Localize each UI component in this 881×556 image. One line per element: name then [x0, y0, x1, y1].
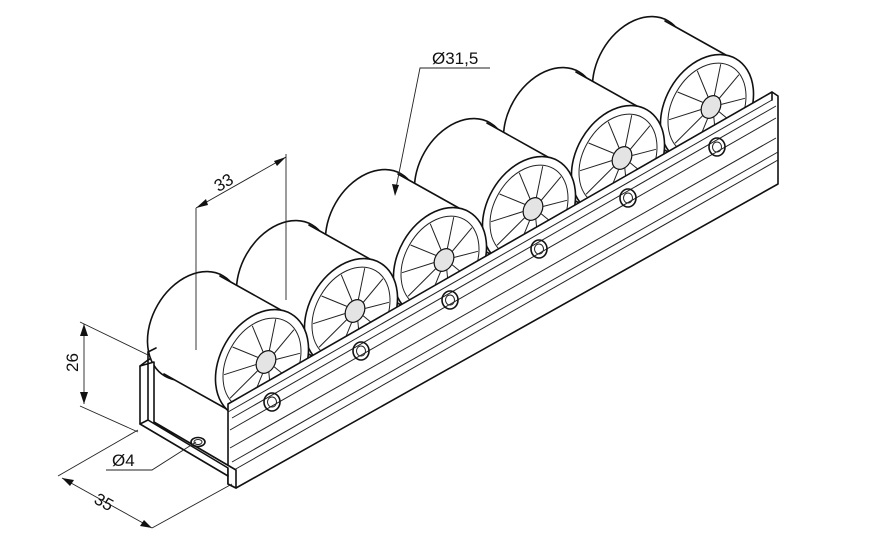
roller-spoke [446, 217, 455, 249]
axle-end [623, 192, 633, 204]
roller-spoke [535, 166, 544, 198]
roller-spoke [410, 244, 437, 256]
roller-spoke [696, 70, 709, 98]
roller-spoke [540, 176, 562, 201]
rollers [146, 15, 755, 420]
axle-hole [708, 137, 726, 157]
dim-height: 26 [63, 321, 149, 433]
roller-spoke [585, 166, 615, 195]
roller-spoke [624, 115, 633, 147]
mounting-hole [190, 436, 206, 448]
axle-end [356, 345, 366, 357]
dim-roller-pitch-label: 33 [211, 170, 237, 196]
axle-end [267, 396, 277, 408]
axle-hole [530, 239, 548, 259]
axle-hole [352, 341, 370, 361]
roller-spoke [720, 97, 746, 106]
roller-spoke [268, 319, 277, 351]
roller-spoke [677, 91, 704, 103]
roller-spoke [407, 268, 437, 297]
axle-hole [619, 188, 637, 208]
dim-hole-diameter: Ø4 [106, 441, 197, 471]
roller-spoke [542, 199, 568, 208]
channel-end [139, 347, 237, 489]
front-rail [227, 91, 779, 489]
roller [146, 270, 310, 420]
roller-spoke [490, 210, 524, 223]
roller-spoke [364, 301, 390, 310]
roller-spoke [588, 142, 615, 154]
roller-spoke [429, 223, 442, 251]
roller-spoke [312, 312, 346, 325]
roller-spoke [496, 217, 526, 246]
roller-spoke [674, 115, 704, 144]
roller-spoke [229, 370, 259, 399]
roller-spoke [357, 268, 366, 300]
axle-end [445, 294, 455, 306]
roller-spoke [451, 227, 473, 252]
mounting-hole-inner [193, 439, 203, 445]
dim-height-label: 26 [63, 353, 82, 372]
roller-spoke [713, 64, 722, 96]
roller-spoke [232, 346, 259, 358]
roller-spoke [251, 325, 264, 353]
roller-spoke [718, 74, 740, 99]
roller-spoke [607, 121, 620, 149]
roller-spoke [518, 172, 531, 200]
roller-spoke [631, 148, 657, 157]
axle-end [712, 141, 722, 153]
roller-spoke [499, 193, 526, 205]
roller-spoke [223, 363, 257, 376]
roller-spoke [340, 274, 353, 302]
roller-spoke [318, 319, 348, 348]
roller-spoke [362, 278, 384, 303]
axle-hole [263, 392, 281, 412]
roller-spoke [629, 125, 651, 150]
roller-spoke [275, 352, 301, 361]
dim-roller-diameter-label: Ø31,5 [432, 49, 478, 68]
roller-spoke [401, 261, 435, 274]
dim-hole-diameter-label: Ø4 [112, 451, 135, 470]
dim-width: 35 [57, 429, 233, 529]
axle-holes [263, 137, 726, 412]
roller-spoke [453, 250, 479, 259]
roller-spoke [273, 329, 295, 354]
axle-hole [441, 290, 459, 310]
roller-spoke [668, 108, 702, 121]
axle-end [534, 243, 544, 255]
roller-spoke [579, 159, 613, 172]
dim-roller-diameter: Ø31,5 [392, 49, 490, 196]
dim-width-label: 35 [91, 489, 117, 515]
roller-spoke [321, 295, 348, 307]
